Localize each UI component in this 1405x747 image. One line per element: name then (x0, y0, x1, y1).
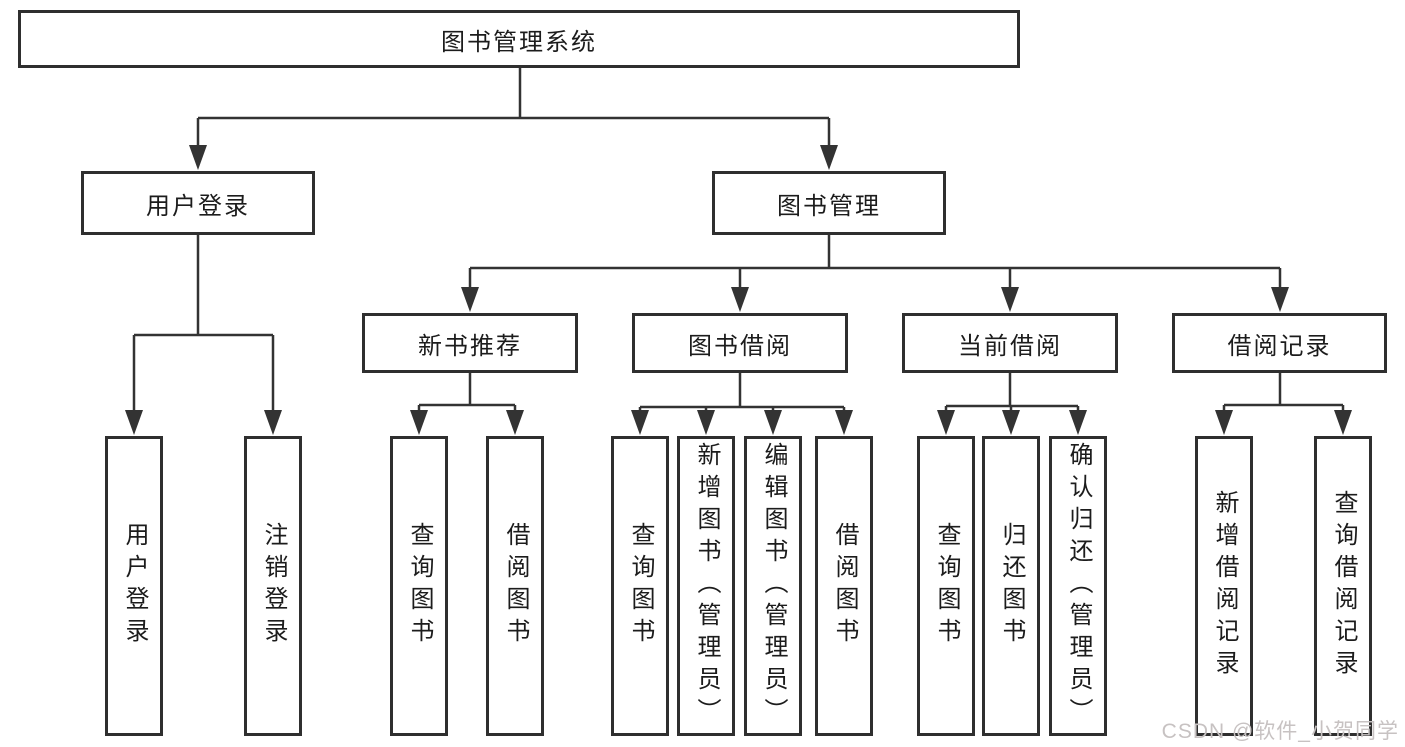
node-leaf-query-books-borrowing: 查询图书 (611, 436, 669, 736)
node-book-borrowing: 图书借阅 (632, 313, 848, 373)
watermark: CSDN @软件_小贺同学 (1161, 720, 1399, 743)
node-leaf-confirm-return-admin: 确认归还（管理员） (1049, 436, 1107, 736)
node-leaf-logout: 注销登录 (244, 436, 302, 736)
node-leaf-query-borrow-record: 查询借阅记录 (1314, 436, 1372, 736)
node-leaf-query-books-current: 查询图书 (917, 436, 975, 736)
arrowhead-icons (125, 145, 1352, 435)
node-new-book-recommendation: 新书推荐 (362, 313, 578, 373)
node-leaf-edit-books-admin: 编辑图书（管理员） (744, 436, 802, 736)
node-library-system: 图书管理系统 (18, 10, 1020, 68)
node-borrowing-records: 借阅记录 (1172, 313, 1387, 373)
node-leaf-add-borrow-record: 新增借阅记录 (1195, 436, 1253, 736)
node-current-borrowing: 当前借阅 (902, 313, 1118, 373)
node-book-management: 图书管理 (712, 171, 946, 235)
node-leaf-borrow-books: 借阅图书 (815, 436, 873, 736)
node-leaf-borrow-books-recommend: 借阅图书 (486, 436, 544, 736)
node-leaf-query-books-recommend: 查询图书 (390, 436, 448, 736)
node-leaf-user-login: 用户登录 (105, 436, 163, 736)
node-leaf-return-books: 归还图书 (982, 436, 1040, 736)
node-user-login: 用户登录 (81, 171, 315, 235)
node-leaf-add-books-admin: 新增图书（管理员） (677, 436, 735, 736)
